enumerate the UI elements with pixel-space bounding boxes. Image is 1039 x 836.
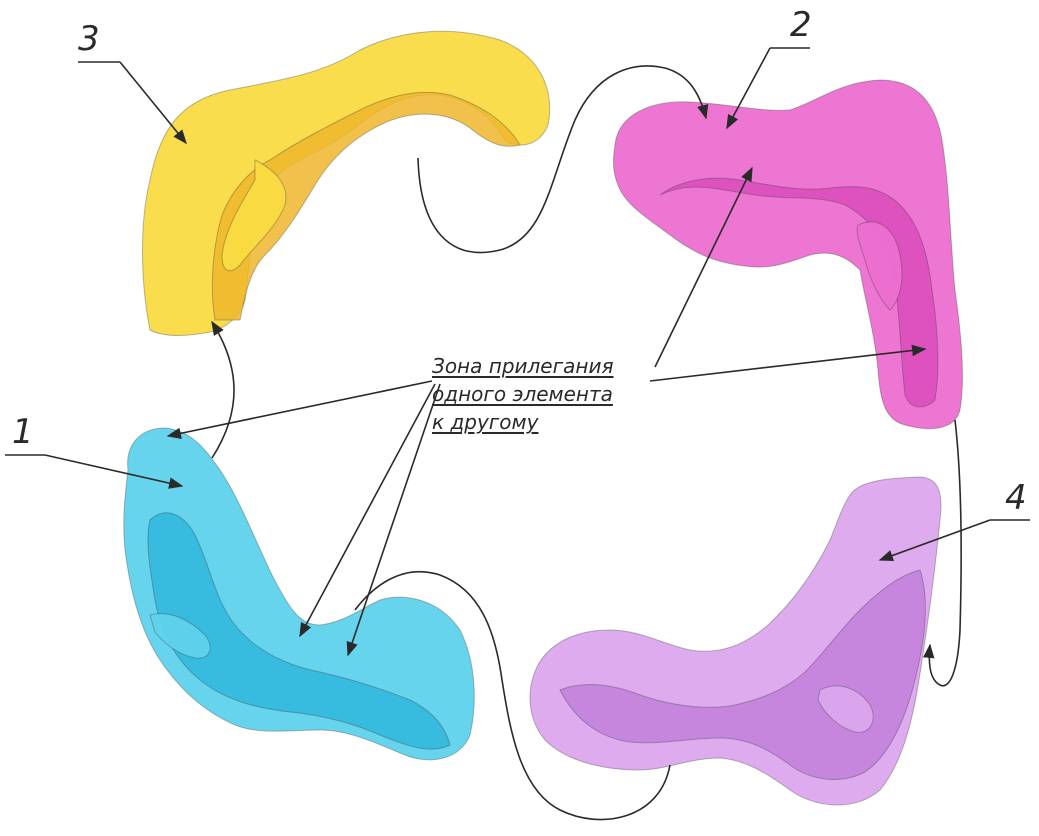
zone-annotation-line-1: Зона прилегания [432, 352, 672, 380]
zone-annotation-line-3: к другому [432, 408, 672, 436]
zone-annotation: Зона прилегания одного элемента к другом… [432, 352, 672, 436]
element-3-shape [143, 31, 550, 335]
element-3-body [143, 31, 550, 335]
label-2: 2 [790, 8, 812, 42]
label-1: 1 [12, 415, 34, 449]
element-1-shape [124, 428, 475, 760]
zone-annotation-line-2: одного элемента [432, 380, 672, 408]
zone-pointer-to-element-1-top [168, 381, 432, 436]
label-4: 4 [1005, 481, 1027, 515]
element-4-shape [530, 477, 941, 805]
label-3: 3 [78, 22, 100, 56]
leader-3-arrow [120, 62, 186, 143]
connector-1-to-3 [212, 322, 234, 458]
